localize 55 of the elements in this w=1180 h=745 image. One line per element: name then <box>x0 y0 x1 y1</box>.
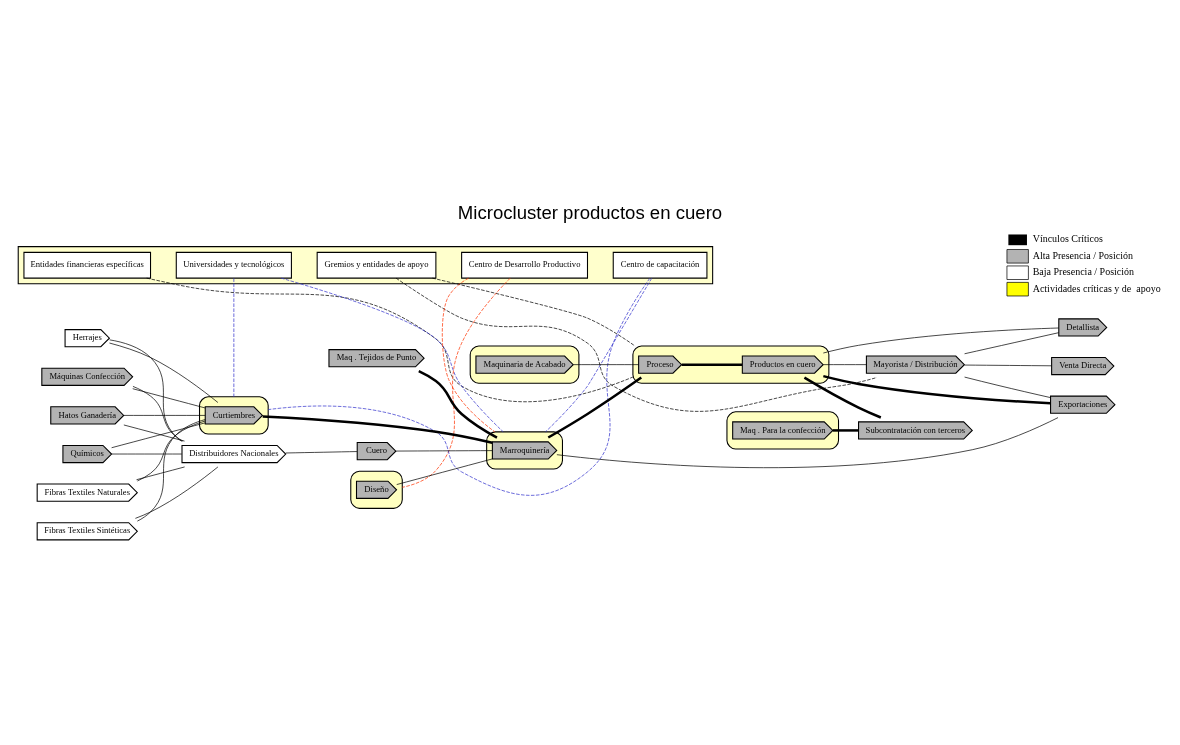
connector <box>964 376 1051 398</box>
connector <box>132 388 206 409</box>
node-box: Universidades y tecnológicos <box>175 251 292 279</box>
connector <box>556 417 1059 469</box>
connector <box>441 277 496 433</box>
connector <box>803 376 882 419</box>
connector <box>401 277 511 488</box>
connector <box>111 422 206 449</box>
cluster <box>350 470 403 509</box>
cluster <box>486 431 563 470</box>
connector <box>395 450 493 452</box>
connector <box>822 364 867 365</box>
node-box: Centro de capacitación <box>612 251 708 279</box>
connector <box>822 327 1060 354</box>
connector <box>964 332 1060 355</box>
connector <box>132 386 184 442</box>
cluster <box>632 345 830 384</box>
connector <box>545 277 652 433</box>
connector <box>832 429 859 432</box>
connector <box>547 376 642 439</box>
connector <box>418 370 498 439</box>
cluster <box>726 411 840 450</box>
cluster <box>469 345 580 384</box>
connector <box>109 342 219 403</box>
connector <box>136 466 185 481</box>
connector <box>572 364 639 365</box>
connector <box>395 277 878 412</box>
connector <box>267 277 651 496</box>
cluster <box>199 396 269 435</box>
connector <box>137 420 206 482</box>
connector <box>137 419 206 522</box>
connector <box>396 458 493 485</box>
connector <box>964 364 1052 367</box>
connector <box>262 415 493 444</box>
node-box: Centro de Desarrollo Productivo <box>461 251 589 279</box>
connector <box>285 451 358 454</box>
node-box: Gremios y entidades de apoyo <box>316 251 437 279</box>
connector <box>233 278 235 398</box>
connector <box>823 374 1051 405</box>
legend-label: Vínculos Críticos <box>1032 233 1103 245</box>
connector <box>135 466 219 519</box>
connector <box>146 277 634 403</box>
node-box: Entidades financieras específicas <box>23 251 152 279</box>
connector <box>280 277 504 433</box>
connector <box>111 453 183 455</box>
connector <box>681 363 743 366</box>
connector <box>123 415 206 416</box>
connector <box>432 277 636 347</box>
legend-label: Baja Presencia / Posición <box>1032 266 1135 278</box>
diagram-title: Microcluster productos en cuero <box>457 201 723 223</box>
legend-label: Actividades críticas y de apoyo <box>1032 282 1161 294</box>
legend-label: Alta Presencia / Posición <box>1032 249 1133 261</box>
connector <box>123 424 185 442</box>
connector <box>109 339 183 442</box>
cluster <box>17 246 714 285</box>
